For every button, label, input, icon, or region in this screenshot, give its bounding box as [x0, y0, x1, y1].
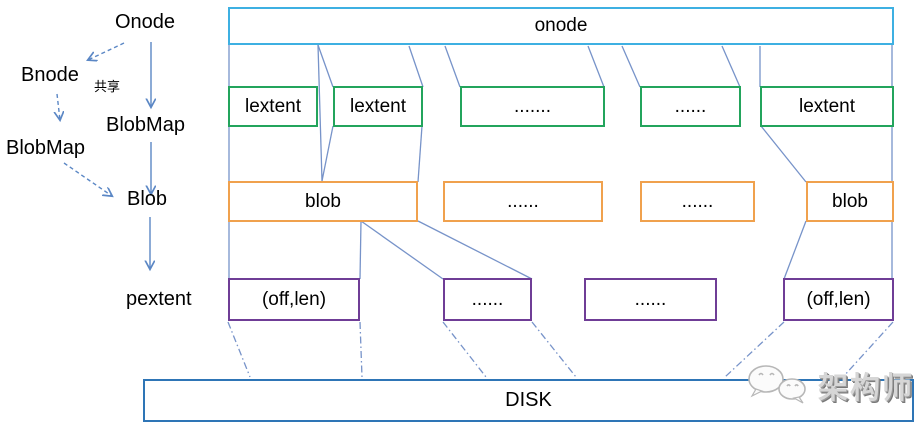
wechat-bubbles-icon: [748, 365, 806, 404]
lextent-ellipsis-box-1: .......: [460, 86, 605, 127]
watermark: 架构师: [742, 362, 914, 408]
label-onode: Onode: [115, 11, 176, 33]
arrow-blobmap-left-to-blob: [63, 162, 112, 196]
label-blobmap-left: BlobMap: [6, 137, 85, 159]
label-blob: Blob: [127, 188, 168, 210]
watermark-text: 架构师: [818, 372, 914, 405]
pextent-box-2: (off,len): [783, 278, 894, 321]
pextent-ellipsis-box-1: ......: [443, 278, 532, 321]
blob-ellipsis-box-1: ......: [443, 181, 603, 222]
lextent-box-2: lextent: [333, 86, 423, 127]
blob-box-1: blob: [228, 181, 418, 222]
blob-box-2: blob: [806, 181, 894, 222]
label-bnode: Bnode: [21, 64, 79, 86]
label-blobmap-right: BlobMap: [106, 114, 185, 136]
pextent-ellipsis-box-2: ......: [584, 278, 717, 321]
lextent-ellipsis-box-2: ......: [640, 86, 741, 127]
left-panel-arrows: [57, 42, 151, 269]
pextent-box-1: (off,len): [228, 278, 360, 321]
label-pextent: pextent: [126, 288, 192, 310]
lextent-box-3: lextent: [760, 86, 894, 127]
funnel-connectors: [228, 44, 893, 280]
lextent-box-1: lextent: [228, 86, 318, 127]
disk-dashdot-connectors: [227, 321, 894, 378]
blob-ellipsis-box-2: ......: [640, 181, 755, 222]
onode-box: onode: [228, 7, 894, 45]
label-bnode-note: 共享: [94, 79, 121, 94]
arrow-onode-to-bnode: [88, 42, 125, 60]
arrow-bnode-to-blobmap: [57, 93, 60, 120]
